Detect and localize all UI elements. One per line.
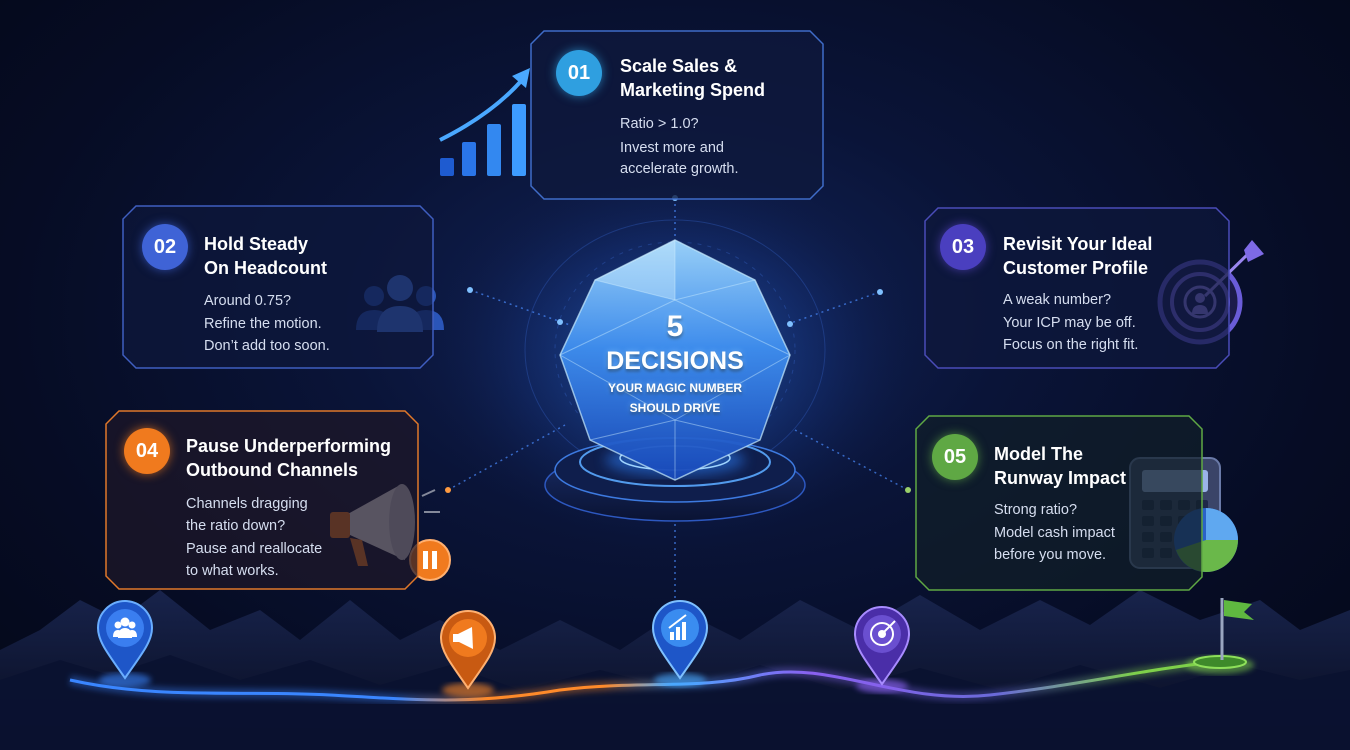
- card-05-text-2: Model cash impact: [994, 525, 1115, 541]
- card-01-text-3: accelerate growth.: [620, 161, 739, 177]
- card-03-text-2: Your ICP may be off.: [1003, 315, 1136, 331]
- center-subline-1: YOUR MAGIC NUMBER: [608, 381, 742, 395]
- center-subline-2: SHOULD DRIVE: [629, 401, 721, 415]
- card-01-title-line-2: Marketing Spend: [620, 80, 766, 100]
- map-pin-icon: [853, 606, 911, 693]
- center-headline: DECISIONS: [606, 347, 744, 375]
- card-05-title-line-2: Runway Impact: [994, 468, 1127, 488]
- card-04-text-4: to what works.: [186, 563, 279, 579]
- card-03-title-line-2: Customer Profile: [1003, 258, 1149, 278]
- card-02-text-2: Refine the motion.: [204, 316, 322, 332]
- card-04-title-line-2: Outbound Channels: [186, 460, 358, 480]
- card-05-title-line-1: Model The: [994, 444, 1083, 464]
- card-01-title-line-1: Scale Sales &: [620, 56, 738, 76]
- card-02-text-1: Around 0.75?: [204, 293, 292, 309]
- people-group-icon: [356, 275, 444, 332]
- card-03-text-3: Focus on the right fit.: [1003, 337, 1139, 353]
- badge-03: 03: [940, 224, 986, 270]
- card-02-text-3: Don’t add too soon.: [204, 338, 330, 354]
- calculator-pie-icon: [1129, 457, 1238, 572]
- badge-02: 02: [142, 224, 188, 270]
- megaphone-pause-icon: [330, 484, 451, 581]
- card-04-text-2: the ratio down?: [186, 518, 286, 534]
- growth-chart-icon: [439, 68, 530, 176]
- card-02-title-line-2: On Headcount: [204, 258, 328, 278]
- card-05-text-3: before you move.: [994, 547, 1107, 563]
- map-pin-icon: [651, 600, 709, 687]
- card-01-text-2: Invest more and: [620, 140, 724, 156]
- card-02-title-line-1: Hold Steady: [204, 234, 309, 254]
- center-number: 5: [666, 310, 684, 343]
- card-05-text-1: Strong ratio?: [994, 502, 1078, 518]
- card-04-text-1: Channels dragging: [186, 496, 308, 512]
- badge-01: 01: [556, 50, 602, 96]
- card-03-text-1: A weak number?: [1003, 292, 1112, 308]
- card-04-text-3: Pause and reallocate: [186, 541, 323, 557]
- badge-05: 05: [932, 434, 978, 480]
- map-pin-icon: [96, 600, 154, 687]
- flag-icon: [1186, 598, 1254, 674]
- target-arrow-icon: [1157, 240, 1264, 345]
- badge-04: 04: [124, 428, 170, 474]
- card-01-text-1: Ratio > 1.0?: [620, 116, 699, 132]
- map-pin-icon: [439, 610, 497, 697]
- card-03-title-line-1: Revisit Your Ideal: [1003, 234, 1153, 254]
- card-04-title-line-1: Pause Underperforming: [186, 436, 392, 456]
- crystal-gem-icon: [559, 239, 791, 481]
